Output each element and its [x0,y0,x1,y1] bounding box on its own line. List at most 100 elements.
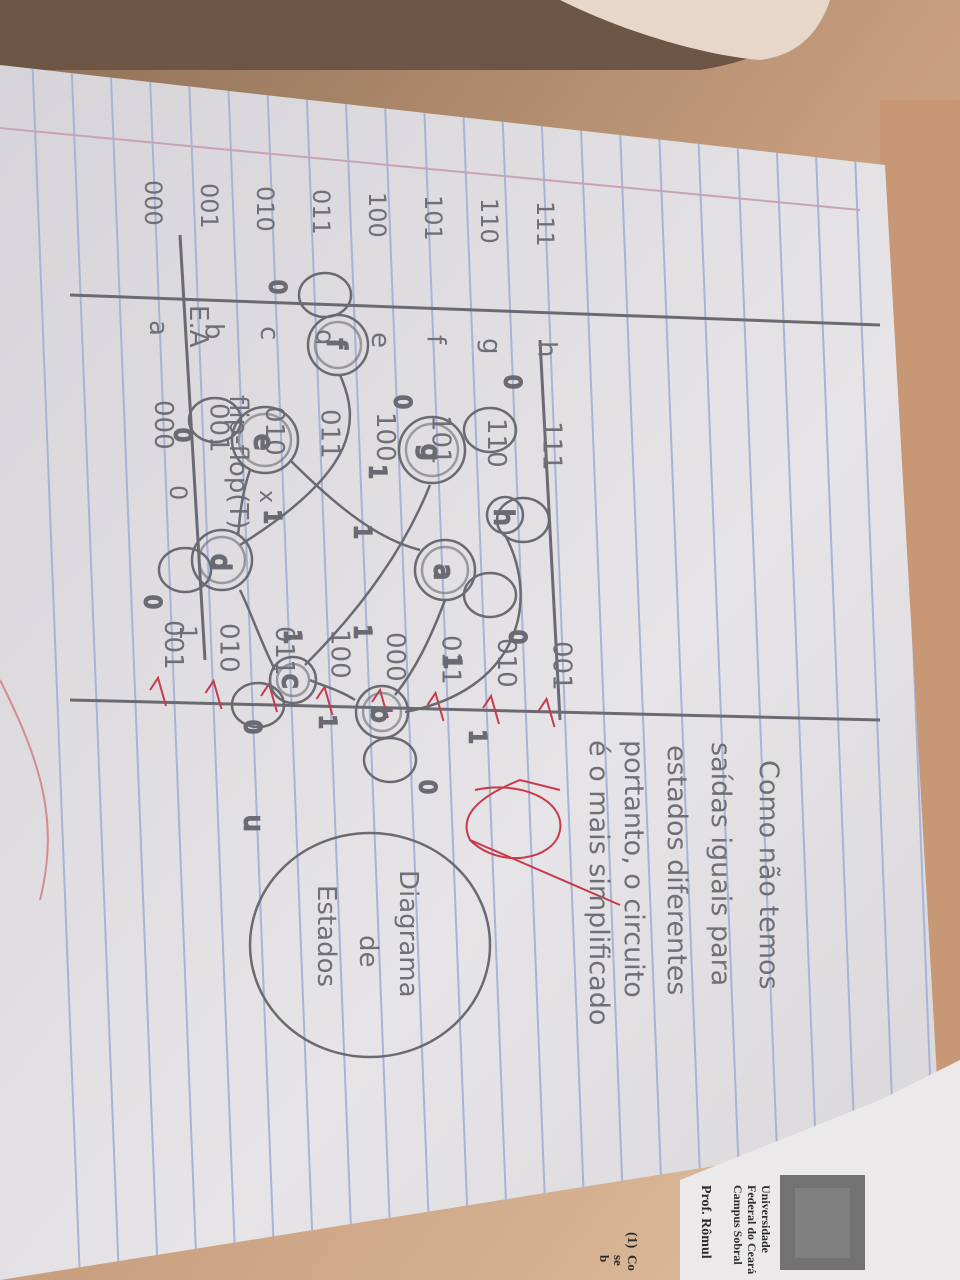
university-logo-inner [795,1188,850,1258]
header-x1: 1 [174,625,202,640]
self-loop-h [495,496,551,544]
transition-arrow [236,469,252,536]
edge-label: 0 [264,280,289,294]
row-x0: 110 [481,418,511,468]
check-mark [204,678,223,710]
check-mark [482,693,500,725]
node-label: g [415,444,445,461]
row-x1: 100 [325,629,355,679]
thumb-highlight [560,0,830,60]
row-code: 101 [419,195,447,241]
transition-arrow [304,484,432,666]
item-text: Co [625,1255,640,1271]
check-mark [149,675,167,707]
item-text: se [611,1255,626,1266]
table-row: 001 b 001 010 [195,183,244,710]
row-code: 001 [195,183,223,229]
row-state: f [421,335,451,345]
self-loop-f [297,271,353,319]
row-x1: 001 [158,620,188,670]
note-line: é o mais simplificado [583,740,614,1025]
transition-arrow [238,589,277,671]
state-node-e: e [230,405,300,475]
title-text: flip-flop(T) [223,395,253,529]
row-code: 100 [363,192,391,238]
note-text: Como não temos saídas iguais para estados … [583,740,784,1025]
institution-line: Federal do Ceará [745,1185,759,1274]
diagram-label-line: Diagrama [393,870,423,998]
transition-arrow [394,599,447,696]
row-x1: 001 [547,641,577,691]
note-line: Como não temos [753,760,784,990]
header-state: E.A [183,305,213,348]
row-x0: 011 [315,409,345,459]
check-mark [537,696,556,728]
check-mark [371,687,389,719]
institution-line: Universidade [759,1185,773,1254]
edge-label: 0 [169,428,194,442]
row-x0: 001 [204,403,234,453]
row-code: 000 [139,180,167,226]
extra-mark: u [238,815,268,831]
notebook-page [0,65,940,1280]
node-label: c [276,674,306,688]
row-state: a [143,320,173,336]
row-x0: 000 [148,400,178,450]
self-loop-b [362,736,418,784]
header-x0: 0 [164,485,192,500]
edge-label: 0 [239,720,264,734]
table-row: 000 a 000 001 [139,180,188,707]
handout-sheet [680,1060,960,1280]
row-x0: 111 [537,421,567,471]
table-lines [69,234,881,722]
self-loop-c [230,681,286,729]
state-node-h: h [485,495,525,535]
node-label: h [488,509,518,525]
edge-label: 0 [139,595,164,609]
edge-label: 0 [389,395,414,409]
node-label: b [365,706,395,723]
transition-arrow [289,459,421,552]
row-state: c [254,326,284,340]
self-loop-d [157,546,213,594]
check-mark [426,690,445,722]
state-node-g: g [397,415,467,485]
node-label: a [428,564,458,580]
row-state: h [532,341,562,357]
edge-label: 1 [464,730,489,744]
professor-name: Prof. Rômul [698,1185,713,1259]
edge-label: 0 [499,375,524,389]
edge-label: 0 [414,780,439,794]
row-code: 011 [307,189,335,235]
self-loop-a [462,571,518,619]
edge-label: 1 [349,525,374,539]
note-line: estados diferentes [661,745,692,995]
row-state: b [199,323,229,340]
edge-label: 1 [349,625,374,639]
input-label: x [254,490,279,503]
edge-label: 0 [504,630,529,644]
edge-label: 1 [259,510,284,524]
red-marks [0,679,621,906]
edge-label: 1 [439,655,464,669]
transition-arrow [404,534,522,714]
diagram-label-line: Estados [311,885,341,987]
row-x1: 010 [214,623,244,673]
note-line: saídas iguais para [705,742,736,986]
node-label: e [248,434,278,450]
transition-arrow [309,678,356,702]
label-circle [248,831,492,1059]
state-node-b: b [354,684,410,740]
row-code: 010 [251,186,279,232]
item-number: (1) [624,1232,639,1249]
row-x1: 000 [380,632,410,682]
self-loop-g [462,406,518,454]
